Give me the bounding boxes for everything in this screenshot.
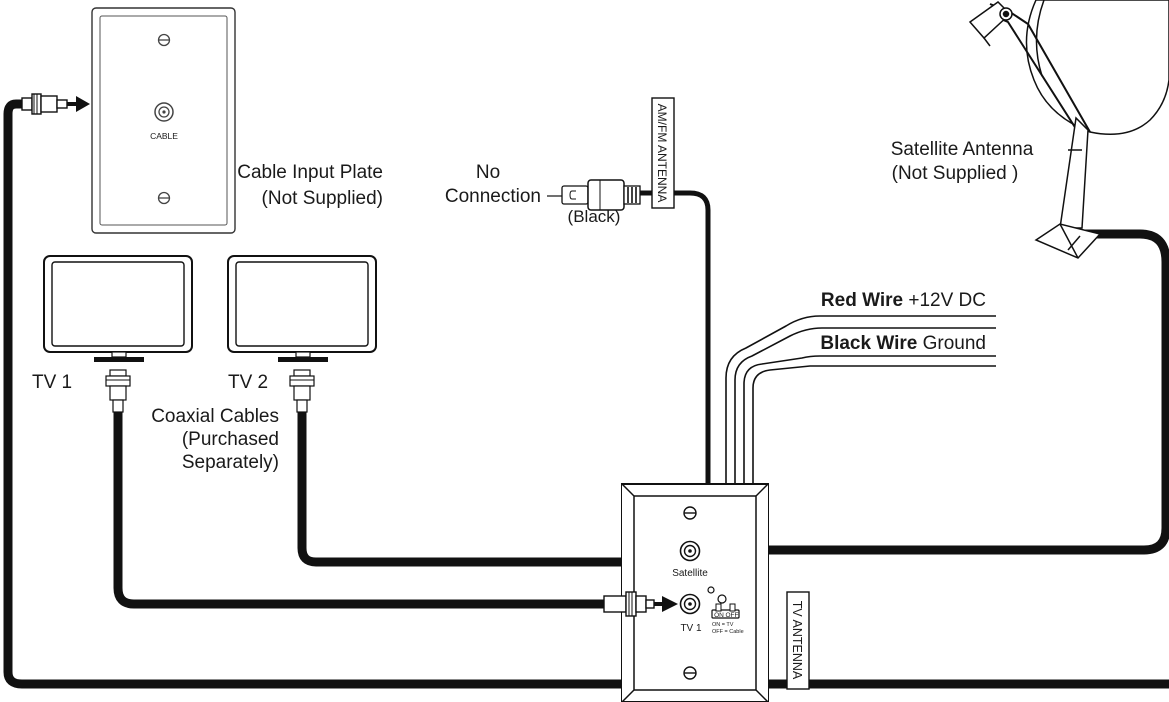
amfm-lead [640,190,711,484]
screw-icon [157,33,171,47]
tv-cable-switch[interactable]: ON OFF [711,603,740,619]
satellite-antenna-note: (Not Supplied ) [892,163,1019,184]
coax-label-line1: Coaxial Cables [151,406,279,427]
switch-box: Satellite TV 1 ON OFF ON = TV OFF = Cabl… [621,483,769,702]
coax-label-line2: (Purchased [182,429,279,450]
tv-1-label: TV 1 [32,372,72,393]
no-connection-line1: No [476,162,500,183]
screw-icon [683,506,697,520]
tv2-coax [297,412,630,567]
satellite-jack-icon [679,540,701,562]
no-connection-line2: Connection [445,186,541,207]
coax-jack-icon [154,102,174,122]
switch-off-label: OFF [726,612,739,619]
cable-input-coax [3,99,628,689]
tv-antenna-label: TV ANTENNA [790,601,804,680]
tv-2-label: TV 2 [228,372,268,393]
cable-plate-note: (Not Supplied) [262,188,383,209]
tv-2 [227,255,377,413]
cable-plate-connector-icon [21,93,90,115]
coax-connector-icon [289,369,315,413]
satellite-antenna-title: Satellite Antenna [891,139,1034,160]
switch-legend-off: OFF = Cable [712,629,744,635]
red-wire-name: Red Wire [821,290,903,311]
cable-jack-label: CABLE [150,131,178,141]
black-wire-label: Black Wire Ground [820,333,986,354]
switch-on-label: ON [714,612,724,619]
screw-icon [683,666,697,680]
tv1-jack-icon [679,593,701,615]
power-wires [725,315,996,484]
black-wire-spec: Ground [923,333,986,354]
black-wire-name: Black Wire [820,333,917,354]
tv1-jack-label: TV 1 [680,623,702,634]
amfm-antenna-label: AM/FM ANTENNA [655,104,669,203]
cables [3,99,1169,689]
tv1-plug-connector-icon [603,591,678,617]
satellite-dish-icon [968,0,1169,259]
led-indicator-icon [717,594,727,604]
satellite-coax [764,229,1169,555]
plug-color-label: (Black) [568,207,621,226]
amfm-antenna-tag: AM/FM ANTENNA [651,97,675,209]
cable-plate-title: Cable Input Plate [237,162,383,183]
red-wire-spec: +12V DC [908,290,986,311]
screw-icon [157,191,171,205]
coax-connector-icon [105,369,131,413]
red-wire-label: Red Wire +12V DC [821,290,986,311]
amfm-plug-icon [547,179,641,211]
tv-antenna-tag: TV ANTENNA [786,591,810,690]
cable-input-plate: CABLE [91,7,236,234]
tv-1 [43,255,193,413]
coax-label-line3: Separately) [182,452,279,473]
led-indicator-icon [707,586,715,594]
switch-legend-on: ON = TV [712,622,734,628]
satellite-jack-label: Satellite [672,568,708,579]
tv1-coax [113,412,608,609]
